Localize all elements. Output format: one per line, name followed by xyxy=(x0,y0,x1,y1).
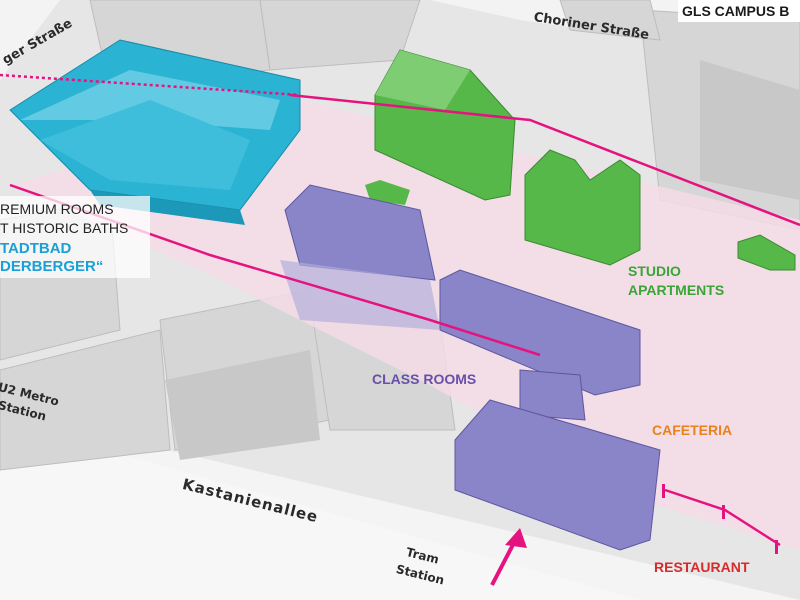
premium-label-line1: REMIUM ROOMS xyxy=(0,201,114,217)
neighbor-shadows xyxy=(165,60,800,460)
premium-label-box xyxy=(0,196,150,278)
street-oderberger xyxy=(0,0,60,80)
studio-buildings xyxy=(365,49,796,271)
arrow-up-icon xyxy=(490,528,527,586)
classrooms-label: CLASS ROOMS xyxy=(372,371,477,387)
stadtbad-label-line2: DERBERGER“ xyxy=(0,258,104,275)
studio-label-line2: APARTMENTS xyxy=(628,282,725,298)
cafeteria-label: CAFETERIA xyxy=(652,422,733,438)
header-banner xyxy=(678,0,800,22)
restaurant-label: RESTAURANT xyxy=(654,559,750,575)
campus-title: GLS CAMPUS B xyxy=(682,3,790,19)
historic-baths-building xyxy=(9,39,301,225)
premium-label-line2: T HISTORIC BATHS xyxy=(0,220,129,236)
studio-label-line1: STUDIO xyxy=(628,263,681,279)
stadtbad-label-line1: TADTBAD xyxy=(0,240,72,257)
campus-boundary xyxy=(0,73,800,547)
street-road xyxy=(0,420,640,600)
restaurant-markers xyxy=(662,484,778,554)
classroom-buildings xyxy=(280,184,661,551)
